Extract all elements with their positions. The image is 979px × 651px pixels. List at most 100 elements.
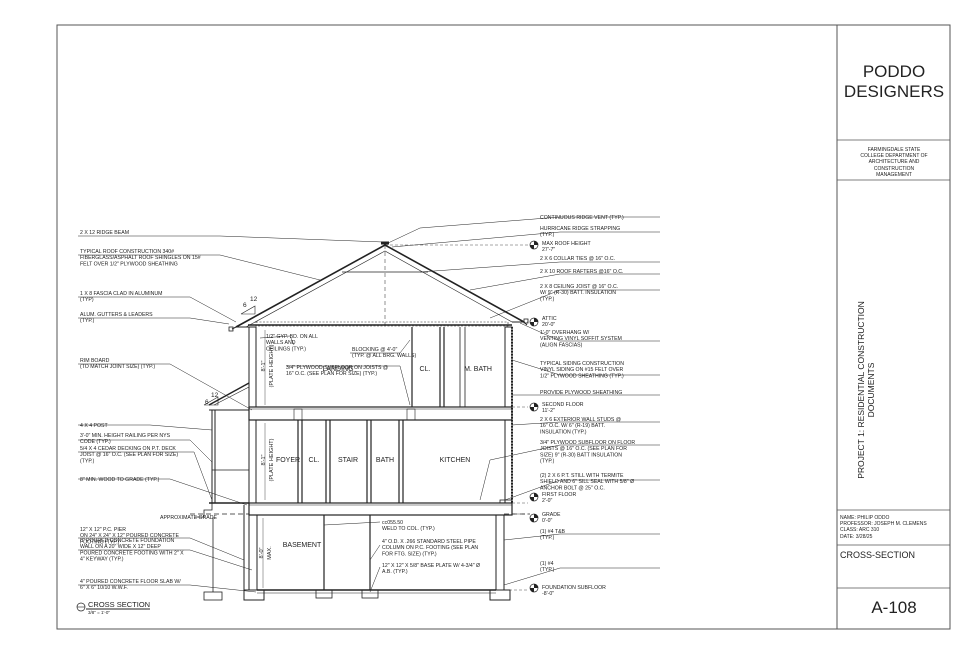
left-note-line: 8" POURED CONCRETE FOUNDATION <box>80 538 175 544</box>
left-note: 4" POURED CONCRETE FLOOR SLAB W/6" X 6" … <box>80 579 181 591</box>
right-note-line: ANCHOR BOLT @ 25" O.C. <box>540 485 605 491</box>
first-floor-framing <box>248 502 513 516</box>
left-note: ALUM. GUTTERS & LEADERS(TYP.) <box>80 312 153 324</box>
left-note-line: 4 X 4 POST <box>80 423 109 429</box>
sheet-title: CROSS-SECTION <box>840 550 916 560</box>
left-note-line: 4" POURED CONCRETE FLOOR SLAB W/ <box>80 579 181 585</box>
basement-height: 8'-0" <box>259 547 265 558</box>
interior-note-line: 3/4" PLYWOOD SUBFLOOR ON JOISTS @ <box>286 365 388 371</box>
room-label-landing: LANDING <box>322 366 353 373</box>
left-note: 8" MIN. WOOD TO GRADE (TYP.) <box>80 477 160 483</box>
elevation-marker-icon <box>529 492 539 502</box>
right-note: CONTINUOUS RIDGE VENT (TYP.) <box>540 215 624 221</box>
firm-name: PODDO DESIGNERS <box>839 62 949 102</box>
interior-note-line: 12" X 12" X 5/8" BASE PLATE W/ 4-3/4" Ø <box>382 563 480 569</box>
second-floor-framing <box>248 406 513 421</box>
left-note-line: POURED CONCRETE FOOTING WITH 2" X <box>80 550 184 556</box>
firm-name-line-1: PODDO <box>862 62 926 81</box>
right-note-line: JOISTS @ 16" O.C. (SEE PLAN FOR <box>540 446 627 452</box>
column-footing-1 <box>315 589 333 599</box>
elevation-marker-line: -8'-0" <box>542 591 554 597</box>
left-exterior-wall-lower <box>248 419 257 504</box>
left-note-line: TYPICAL ROOF CONSTRUCTION 340# <box>80 249 174 255</box>
interior-note-line: 1/2" GYP. BD. ON ALL <box>266 334 318 340</box>
elevation-marker-line: 27'-7" <box>542 247 555 253</box>
right-note: 2 X 10 ROOF RAFTERS @16" O.C. <box>540 269 624 275</box>
right-note-line: (1) #4 T&B <box>540 529 566 535</box>
sill-plate <box>499 499 513 504</box>
sheet-number: A-108 <box>871 598 917 617</box>
right-note-line: 16" O.C. W/ 6" (R-19) BATT. <box>540 423 605 429</box>
porch-pier-footing <box>203 591 223 601</box>
basement-height-note: MAX. <box>267 546 273 560</box>
interior-note-line: 4" O.D. X .266 STANDARD STEEL PIPE <box>382 539 476 545</box>
left-note-line: (TYP) <box>80 297 94 303</box>
right-note-line: 2 X 6 EXTERIOR WALL STUDS @ <box>540 417 621 423</box>
right-note-line: (1) #4 <box>540 561 554 567</box>
interior-note-line: FOR FTG. SIZE) (TYP.) <box>382 551 437 557</box>
elevation-marker-icon <box>529 583 539 593</box>
left-footing <box>243 589 265 601</box>
left-note-line: 2 X 12 RIDGE BEAM <box>80 230 129 236</box>
elevation-marker-icon <box>529 317 539 327</box>
room-label-closet-lower: CL. <box>309 457 320 464</box>
right-note: PROVIDE PLYWOOD SHEATHING <box>540 390 622 396</box>
title-block-dividers <box>837 139 950 589</box>
blocking-left <box>293 408 303 421</box>
interior-note-line: WALLS AND <box>266 340 296 346</box>
right-note: (1) #4(TYP.) <box>540 561 555 573</box>
elevation-marker-line: SECOND FLOOR <box>542 402 584 408</box>
left-note-line: 3'-0" MIN. HEIGHT RAILING PER NYS <box>80 433 171 439</box>
main-slope-rise: 12 <box>250 296 258 303</box>
elevation-marker-line: MAX ROOF HEIGHT <box>542 241 592 247</box>
lower-plate-height-note: (PLATE HEIGHT) <box>269 438 275 481</box>
elevation-marker-line: ATTIC <box>542 316 557 322</box>
right-note-line: SIZE) 9" (R-30) BATT INSULATION <box>540 452 622 458</box>
left-note: TYPICAL ROOF CONSTRUCTION 340#FIBERGLASS… <box>80 249 201 267</box>
left-note-line: ON 24" X 24" X 12" POURED CONCRETE <box>80 533 179 539</box>
left-foundation-wall <box>248 514 258 591</box>
room-labels: LANDING CL. M. BATH FOYER CL. STAIR BATH… <box>276 366 492 549</box>
right-note-line: 2 X 8 CEILING JOIST @ 16" O.C. <box>540 284 618 290</box>
room-label-foyer: FOYER <box>276 457 300 464</box>
left-note-line: FELT OVER 1/2" PLYWOOD SHEATHING <box>80 261 178 267</box>
right-leader-lines <box>385 216 660 586</box>
blocking-center <box>406 408 416 421</box>
porch-roof-inner <box>213 386 250 406</box>
left-note-line: 6" X 6" 10/10 W.W.F. <box>80 585 128 591</box>
elevation-level-lines <box>385 244 528 591</box>
right-exterior-wall-upper <box>504 326 513 408</box>
right-note-line: (TYP.) <box>540 459 555 465</box>
elevation-marker-line: GRADE <box>542 512 561 518</box>
porch-roof-slope-triangle <box>203 396 219 406</box>
porch-slope-run: 6 <box>205 399 209 406</box>
interior-note-line: COLUMN ON P.C. FOOTING (SEE PLAN <box>382 545 478 551</box>
upper-plate-height: 8'-1" <box>261 360 267 371</box>
left-note-line: 1 X 8 FASCIA CLAD IN ALUMINUM <box>80 291 162 297</box>
interior-note-line: (TYP. @ ALL BRG. WALLS) <box>352 353 416 359</box>
right-note-line: (TYP.) <box>540 232 555 238</box>
sheet-date: DATE: 3/28/25 <box>840 533 873 540</box>
right-eave <box>512 321 528 326</box>
room-label-master-bath: M. BATH <box>464 366 492 373</box>
interior-note-line: cc055.50 <box>382 520 403 526</box>
right-note-line: PROVIDE PLYWOOD SHEATHING <box>540 390 622 396</box>
project-title-line-2: DOCUMENTS <box>866 362 876 418</box>
elevation-marker-icon <box>529 402 539 412</box>
right-note-line: 2 X 10 ROOF RAFTERS @16" O.C. <box>540 269 624 275</box>
elevation-marker-icon <box>529 240 539 250</box>
project-title: PROJECT 1: RESIDENTIAL CONSTRUCTION DOCU… <box>846 290 886 490</box>
left-note-line: FIBERGLASS/ASPHALT ROOF SHINGLES ON 15# <box>80 255 201 261</box>
project-title-line-1: PROJECT 1: RESIDENTIAL CONSTRUCTION <box>856 301 866 479</box>
left-note-line: (TYP.) <box>80 458 95 464</box>
right-note-line: (TYP.) <box>540 296 555 302</box>
section-marker-icon <box>76 602 86 612</box>
room-label-bath: BATH <box>376 457 394 464</box>
